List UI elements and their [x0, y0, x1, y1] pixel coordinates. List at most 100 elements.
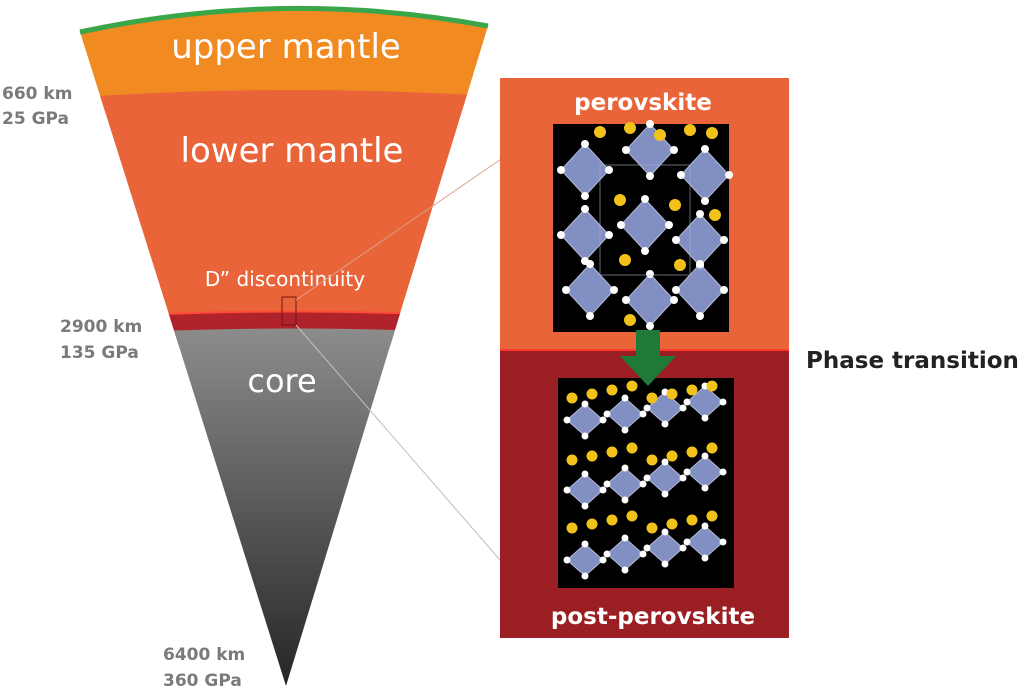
cation-atom: [674, 259, 686, 271]
cation-atom: [606, 446, 618, 458]
unit-cell: [599, 164, 691, 276]
oxygen-atom: [581, 140, 589, 148]
cation-atom: [586, 518, 598, 530]
cation-atom: [706, 380, 718, 392]
oxygen-atom: [639, 550, 647, 558]
cation-atom: [586, 388, 598, 400]
cation-atom: [686, 514, 698, 526]
cation-atom: [686, 384, 698, 396]
perovskite-title: perovskite: [574, 90, 712, 116]
cation-atom: [624, 122, 636, 134]
oxygen-atom: [621, 566, 629, 574]
oxygen-atom: [646, 322, 654, 330]
oxygen-atom: [719, 538, 727, 546]
phase-transition-arrow: [620, 330, 676, 386]
depth-660-km: 660 km: [2, 84, 72, 104]
oxygen-atom: [701, 145, 709, 153]
oxygen-atom: [665, 221, 673, 229]
oxygen-atom: [646, 270, 654, 278]
phase-transition-label: Phase transition: [806, 348, 1019, 374]
oxygen-atom: [557, 166, 565, 174]
oxygen-atom: [621, 534, 629, 542]
post-perovskite-title: post-perovskite: [551, 604, 755, 630]
oxygen-atom: [661, 528, 669, 536]
oxygen-atom: [719, 468, 727, 476]
depth-2900-km: 2900 km: [60, 317, 142, 337]
oxygen-atom: [639, 410, 647, 418]
oxygen-atom: [683, 538, 691, 546]
cation-atom: [709, 209, 721, 221]
cation-atom: [626, 442, 638, 454]
oxygen-atom: [581, 572, 589, 580]
oxygen-atom: [610, 286, 618, 294]
oxygen-atom: [720, 286, 728, 294]
oxygen-atom: [621, 394, 629, 402]
depth-660-gpa: 25 GPa: [2, 109, 69, 129]
oxygen-atom: [581, 192, 589, 200]
oxygen-atom: [643, 404, 651, 412]
cation-atom: [566, 392, 578, 404]
oxygen-atom: [701, 197, 709, 205]
oxygen-atom: [701, 382, 709, 390]
oxygen-atom: [605, 166, 613, 174]
cation-atom: [669, 199, 681, 211]
cation-atom: [614, 194, 626, 206]
oxygen-atom: [683, 468, 691, 476]
oxygen-atom: [696, 260, 704, 268]
oxygen-atom: [719, 398, 727, 406]
oxygen-atom: [563, 486, 571, 494]
oxygen-atom: [679, 544, 687, 552]
cation-atom: [586, 450, 598, 462]
oxygen-atom: [563, 556, 571, 564]
oxygen-atom: [701, 414, 709, 422]
depth-6400-km: 6400 km: [163, 645, 245, 665]
oxygen-atom: [639, 480, 647, 488]
oxygen-atom: [581, 470, 589, 478]
depth-2900-gpa: 135 GPa: [60, 343, 139, 363]
cation-atom: [626, 380, 638, 392]
oxygen-atom: [603, 550, 611, 558]
cation-atom: [606, 514, 618, 526]
oxygen-atom: [679, 404, 687, 412]
oxygen-atom: [661, 420, 669, 428]
oxygen-atom: [701, 484, 709, 492]
oxygen-atom: [581, 502, 589, 510]
oxygen-atom: [581, 205, 589, 213]
oxygen-atom: [603, 480, 611, 488]
oxygen-atom: [646, 120, 654, 128]
lower-mantle-label: lower mantle: [181, 131, 404, 171]
oxygen-atom: [661, 490, 669, 498]
oxygen-atom: [720, 236, 728, 244]
oxygen-atom: [661, 458, 669, 466]
cation-atom: [646, 522, 658, 534]
d-discontinuity-label: D” discontinuity: [205, 267, 365, 291]
oxygen-atom: [562, 286, 570, 294]
cation-atom: [646, 454, 658, 466]
oxygen-atom: [603, 410, 611, 418]
oxygen-atom: [581, 432, 589, 440]
oxygen-atom: [563, 416, 571, 424]
oxygen-atom: [696, 312, 704, 320]
cation-atom: [666, 450, 678, 462]
oxygen-atom: [617, 221, 625, 229]
oxygen-atom: [621, 426, 629, 434]
cation-atom: [646, 392, 658, 404]
oxygen-atom: [661, 560, 669, 568]
cation-atom: [706, 127, 718, 139]
cation-atom: [624, 314, 636, 326]
post-perovskite-structure: [558, 378, 734, 588]
oxygen-atom: [670, 146, 678, 154]
connector-bottom: [295, 324, 501, 561]
oxygen-atom: [641, 195, 649, 203]
oxygen-atom: [622, 296, 630, 304]
depth-6400-gpa: 360 GPa: [163, 671, 242, 691]
oxygen-atom: [621, 496, 629, 504]
oxygen-atom: [701, 522, 709, 530]
oxygen-atom: [557, 231, 565, 239]
upper-mantle-label: upper mantle: [171, 27, 401, 67]
oxygen-atom: [641, 247, 649, 255]
oxygen-atom: [643, 474, 651, 482]
cation-atom: [686, 446, 698, 458]
oxygen-atom: [679, 474, 687, 482]
